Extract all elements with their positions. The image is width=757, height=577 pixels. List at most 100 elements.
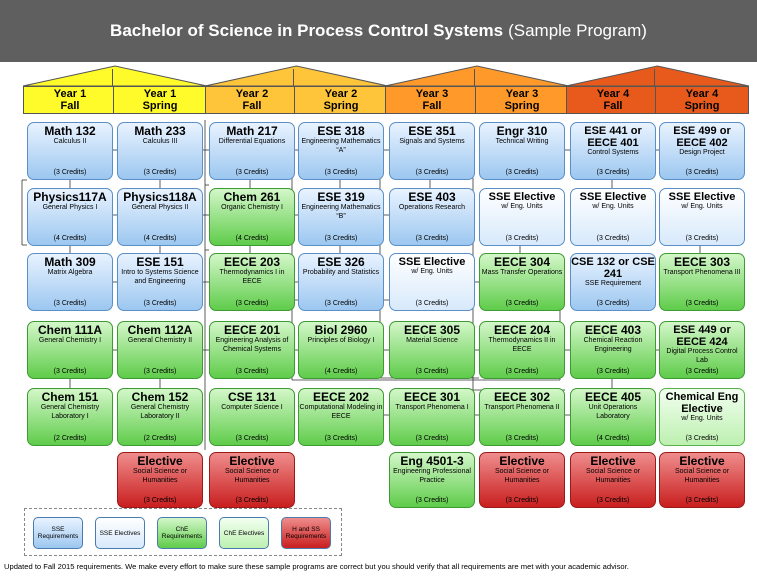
course-code: Math 309 — [44, 255, 96, 269]
course-name: Social Science or Humanities — [132, 468, 188, 484]
legend-item: SSE Electives — [95, 517, 145, 549]
course-credits: (3 Credits) — [324, 435, 358, 442]
course-code: Chem 151 — [41, 390, 99, 404]
term-header-term: Fall — [60, 100, 80, 112]
course-credits: (3 Credits) — [596, 368, 630, 375]
course-code: EECE 301 — [403, 390, 461, 404]
course-code: EECE 202 — [312, 390, 370, 404]
course-name: Unit Operations Laboratory — [588, 404, 638, 420]
course-name: Digital Process Control Lab — [666, 348, 738, 364]
course-name: Engineering Mathematics “A” — [301, 138, 381, 154]
course-code: CSE 131 — [227, 390, 277, 404]
course-code: Elective — [590, 454, 636, 468]
course-credits: (2 Credits) — [53, 435, 87, 442]
course-credits: (3 Credits) — [53, 300, 87, 307]
course-code: Physics117A — [33, 190, 107, 204]
course-code: Elective — [499, 454, 545, 468]
term-header-year: Year 2 — [235, 88, 269, 100]
course-credits: (3 Credits) — [143, 497, 177, 504]
course-credits: (3 Credits) — [324, 300, 358, 307]
course-name: Probability and Statistics — [302, 269, 380, 276]
title-subtitle: (Sample Program) — [508, 21, 647, 40]
term-header-term: Spring — [142, 100, 178, 112]
course-credits: (3 Credits) — [415, 368, 449, 375]
course-name: Engineering Professional Practice — [393, 468, 471, 484]
course-code: Math 233 — [134, 124, 186, 138]
course-name: Social Science or Humanities — [674, 468, 730, 484]
title-main: Bachelor of Science in Process Control S… — [110, 21, 504, 40]
term-header-term: Fall — [603, 100, 623, 112]
course-name: Social Science or Humanities — [494, 468, 550, 484]
course-name: Calculus III — [142, 138, 178, 145]
course-credits: (3 Credits) — [235, 169, 269, 176]
course-name: Differential Equations — [218, 138, 286, 145]
course-credits: (3 Credits) — [143, 368, 177, 375]
course-code: EECE 403 — [584, 323, 642, 337]
course-credits: (3 Credits) — [235, 497, 269, 504]
course-credits: (4 Credits) — [324, 368, 358, 375]
course-code: Biol 2960 — [314, 323, 368, 337]
course-name: SSE Requirement — [584, 280, 642, 287]
term-header-year: Year 1 — [143, 88, 177, 100]
course-credits: (3 Credits) — [53, 169, 87, 176]
course-credits: (3 Credits) — [143, 300, 177, 307]
course-code: Chem 111A — [37, 323, 103, 337]
course-code: SSE Elective — [398, 256, 466, 268]
course-code: EECE 304 — [493, 255, 551, 269]
course-credits: (3 Credits) — [505, 497, 539, 504]
term-header-year: Year 1 — [53, 88, 87, 100]
course-name: Signals and Systems — [399, 138, 465, 145]
course-name: General Chemistry II — [127, 337, 193, 344]
course-code: EECE 204 — [493, 323, 551, 337]
course-code: EECE 305 — [403, 323, 461, 337]
year-roof — [565, 65, 750, 87]
course-credits: (3 Credits) — [685, 435, 719, 442]
course-credits: (3 Credits) — [685, 497, 719, 504]
course-name: w/ Eng. Units — [681, 415, 723, 422]
year-roof — [22, 65, 208, 87]
course-name: General Chemistry Laboratory I — [40, 404, 100, 420]
course-code: ESE 403 — [408, 190, 456, 204]
course-name: Calculus II — [53, 138, 87, 145]
course-name: Social Science or Humanities — [585, 468, 641, 484]
course-code: Engr 310 — [496, 124, 548, 138]
term-header-year: Year 4 — [596, 88, 630, 100]
course-credits: (3 Credits) — [235, 368, 269, 375]
course-credits: (3 Credits) — [505, 235, 539, 242]
course-credits: (3 Credits) — [415, 235, 449, 242]
course-name: w/ Eng. Units — [411, 268, 453, 275]
course-code: ESE 326 — [317, 255, 365, 269]
term-header-term: Spring — [684, 100, 720, 112]
course-name: Transport Phenomena III — [663, 269, 741, 276]
year-roof — [204, 65, 389, 87]
course-code: EECE 303 — [673, 255, 731, 269]
course-credits: (3 Credits) — [415, 169, 449, 176]
